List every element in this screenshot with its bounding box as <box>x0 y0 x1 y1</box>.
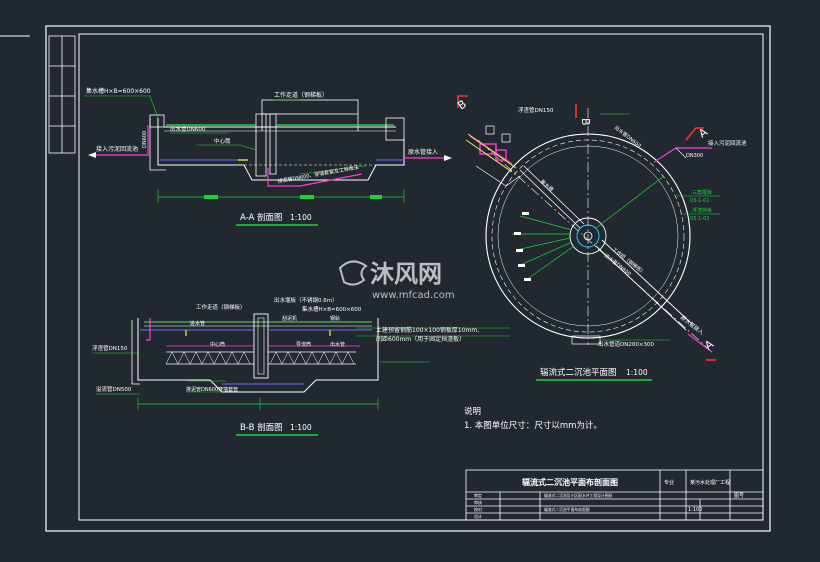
plan-weir2-label: 03-1-01 <box>690 198 710 204</box>
bb-scraper-label: 刮泥机 <box>282 315 297 322</box>
tb-row-3: 设计 <box>474 513 482 519</box>
watermark-logo-icon <box>338 260 368 286</box>
tb-drawing-no: 图号 <box>734 493 744 499</box>
binding-margin <box>48 35 76 154</box>
bb-center-label: 中心筒 <box>210 341 225 348</box>
plan-baffle1-label: 浮渣挡板 <box>692 207 712 214</box>
tb-drawing-title: 辐流式二沉池平面布剖面图 <box>522 477 618 487</box>
plan-effluent-label: 出水管DN600 <box>613 124 643 149</box>
bb-rail-label: 钢轨 <box>330 315 340 322</box>
aa-center-label: 中心筒 <box>214 137 231 145</box>
bb-walkway-label: 工作走道（钢梯板） <box>196 303 246 311</box>
watermark: 沐风网 www.mfcad.com <box>338 260 455 301</box>
plan-to-sludge-label: 接入污泥回流池 <box>708 139 747 147</box>
notes-line1: 1. 本图单位尺寸：尺寸以mm为计。 <box>464 420 602 431</box>
tb-professional: 专业 <box>664 479 674 486</box>
aa-walkway-label: 工作走道（钢梯板） <box>274 91 328 99</box>
tb-row-2: 校对 <box>474 506 482 512</box>
watermark-url: www.mfcad.com <box>372 290 455 301</box>
plan-dn300-label: DN300 <box>686 153 703 159</box>
marker-b-left: B <box>455 97 469 112</box>
plan-view: B B A A 浮渣管DN150 出水管DN600 接入污泥回流池 DN300 … <box>455 95 747 381</box>
plan-scum-label: 浮渣管DN150 <box>518 106 554 114</box>
tb-scale: 1:100 <box>688 507 702 513</box>
title-block-text: 辐流式二沉池平面布剖面图 专业 某污水处理厂工程 图号 1:100 审定 审核 … <box>474 477 744 519</box>
marker-b-top: B <box>579 118 592 126</box>
bb-weir-label: 出水堰板（不锈钢0.6m） <box>274 296 338 304</box>
notes: 说明 1. 本图单位尺寸：尺寸以mm为计。 <box>464 406 602 431</box>
inner-frame <box>78 33 764 521</box>
bb-sludge-label: 排泥管DN600穿墙套管 <box>186 386 238 393</box>
tb-project: 某污水处理厂工程 <box>690 479 730 486</box>
plan-inlet-label: 原水管接入 <box>679 313 706 337</box>
aa-effluent-label: 出水管DN600 <box>170 125 206 133</box>
aa-baffle-label: DN600 <box>142 131 148 148</box>
tb-design-note2: 辐流式二沉池平面布剖面图 <box>544 507 590 512</box>
bb-pipe-label: 进水管 <box>190 320 205 327</box>
outer-frame <box>45 25 771 532</box>
tb-design-note: 辐流式二沉池及小区配水井工程设计图纸 <box>544 493 613 498</box>
aa-sludge-label: 排泥管DN600、穿墙套管及工程做法 <box>277 164 359 185</box>
aa-to-next-label: 接入污泥回流池 <box>96 145 138 153</box>
marker-a-top: A <box>696 125 710 140</box>
bb-collector-label: 集水槽H×B=600×600 <box>302 305 362 313</box>
aa-scale: 1:100 <box>290 213 312 222</box>
section-aa: 集水槽H×B=600×600 工作走道（钢梯板） 出水管DN600 中心筒 接入… <box>84 87 452 226</box>
title-block <box>465 469 764 521</box>
marker-a-bottom: A <box>702 337 716 352</box>
bb-title: B-B 剖面图 <box>240 422 283 433</box>
bb-note1: 土建预留钢筋100×100钢板厚10mm, <box>376 326 479 334</box>
bb-scum-label: 浮渣管DN150 <box>92 344 128 352</box>
plan-title: 辐流式二沉池平面图 <box>540 367 617 378</box>
bb-guide-label: 导流筒 <box>296 341 311 348</box>
plan-scale: 1:100 <box>626 368 648 377</box>
plan-outlet-label: 出水管道DN200×300 <box>598 340 654 348</box>
plan-weir1-label: 三角堰板 <box>692 189 712 196</box>
aa-title: A-A 剖面图 <box>240 212 283 223</box>
notes-heading: 说明 <box>464 406 481 417</box>
aa-inflow-label: 原水管接入 <box>408 148 438 156</box>
plan-baffle2-label: 03-1-02 <box>690 216 710 222</box>
section-bb: 工作走道（钢梯板） 出水堰板（不锈钢0.6m） 集水槽H×B=600×600 刮… <box>92 296 510 436</box>
bb-overflow-label: 溢流管DN500 <box>96 385 132 393</box>
bb-scale: 1:100 <box>290 423 312 432</box>
tb-row-1: 审核 <box>474 499 482 505</box>
aa-weir-label: 集水槽H×B=600×600 <box>86 87 151 95</box>
tb-row-0: 审定 <box>474 492 482 498</box>
bb-note2: 间距600mm（用于固定挡渣板） <box>376 335 465 343</box>
bb-tank-label: 出水管 <box>330 341 345 348</box>
watermark-brand: 沐风网 <box>370 260 442 288</box>
